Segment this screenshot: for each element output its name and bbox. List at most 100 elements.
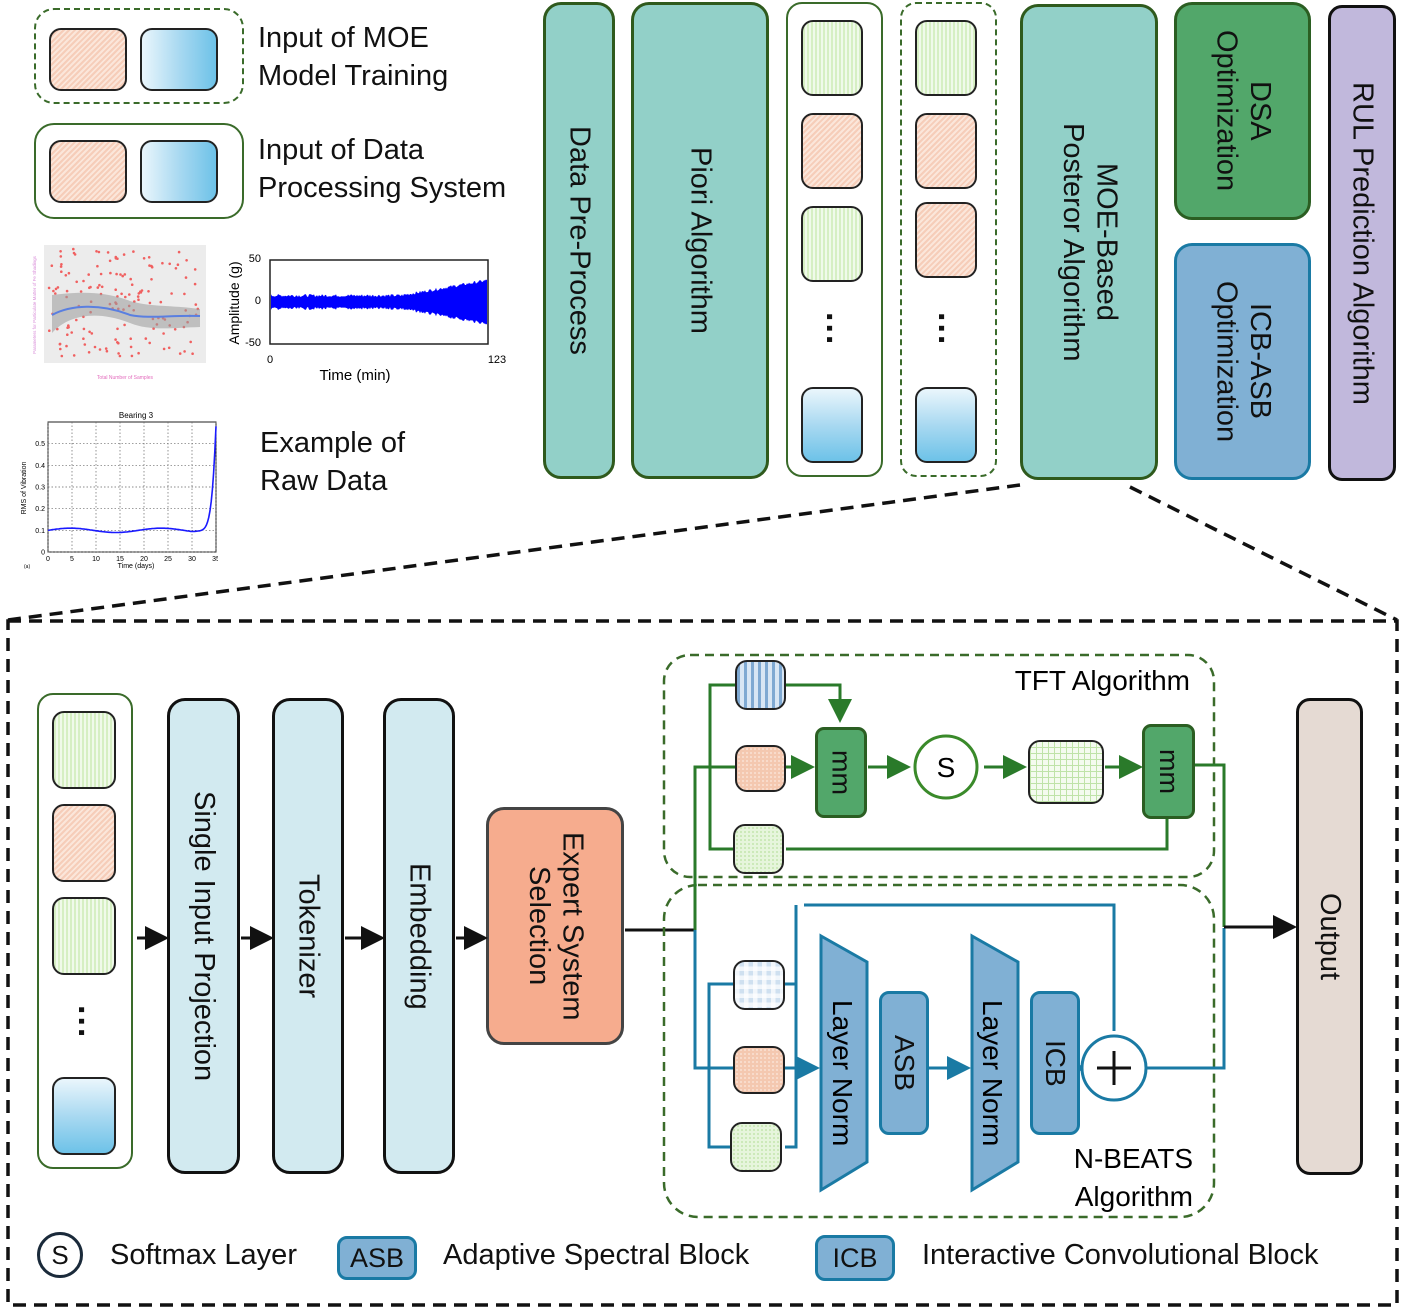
green-input-tile: [52, 897, 116, 975]
ellipsis: ...: [819, 312, 857, 347]
scatter-point: [59, 347, 62, 351]
detail-input-column: [37, 693, 133, 1169]
scatter-point: [114, 338, 117, 341]
scatter-point: [98, 348, 102, 351]
piori-algorithm-block[interactable]: Piori Algorithm: [631, 2, 769, 479]
scatter-point: [65, 344, 68, 348]
output-label: Output: [1314, 892, 1347, 981]
moe-line1: MOE-Based: [1090, 163, 1123, 321]
blue-input-tile: [915, 387, 977, 463]
data-preprocess-block[interactable]: Data Pre-Process: [543, 2, 615, 479]
matmul-block-1[interactable]: mm: [815, 727, 867, 818]
scatter-point: [147, 256, 151, 259]
nbeats-tile-blue: [733, 960, 785, 1010]
nbeats-tile-green: [730, 1122, 782, 1172]
blue-input-tile: [140, 28, 218, 91]
bearing-title: Bearing 3: [119, 411, 154, 420]
trend-line: [51, 305, 201, 318]
key-tile: [735, 660, 786, 710]
scatter-point: [144, 337, 148, 340]
scatter-point: [129, 337, 132, 340]
softmax-node[interactable]: [913, 734, 979, 800]
layer-norm-1[interactable]: [819, 933, 869, 1193]
softmax-symbol: S: [937, 752, 956, 783]
moe-posterior-block[interactable]: MOE-Based Posteror Algorithm: [1020, 4, 1158, 480]
tft-output-line: [1195, 763, 1226, 927]
dsa-label: DSA Optimization: [1209, 30, 1276, 191]
bearing-xtick: 30: [188, 556, 196, 563]
embedding-block[interactable]: Embedding: [383, 698, 455, 1174]
legend-moe-training-group: [34, 8, 244, 104]
nbeats-feed-line: [693, 930, 735, 1070]
scatter-point: [122, 253, 126, 256]
raw-data-amplitude-plot: 50 0 -50 0 123 Time (min) Amplitude (g): [226, 253, 506, 384]
raw-data-label: Example of Raw Data: [260, 425, 405, 500]
nbeats-tile-orange: [733, 1046, 785, 1094]
asb-block[interactable]: ASB: [879, 991, 929, 1135]
scatter-point: [183, 350, 186, 353]
scatter-point: [148, 341, 151, 345]
data-processing-input-column: [786, 2, 883, 477]
rul-label: RUL Prediction Algorithm: [1346, 81, 1379, 405]
green-input-tile: [915, 20, 977, 96]
scatter-point: [147, 290, 150, 293]
scatter-point: [194, 303, 198, 306]
bearing-ytick: 0.4: [35, 463, 45, 470]
scatter-point: [178, 352, 182, 355]
query-tile: [735, 745, 786, 792]
scatter-ylabel: Parameters for Particulate Matter of Fe …: [32, 255, 37, 354]
raw-data-line1: Example of: [260, 427, 406, 459]
scatter-point: [72, 247, 75, 251]
scatter-point: [140, 289, 144, 292]
legend-moe-training-label: Input of MOE Model Training: [258, 20, 448, 95]
bearing-xtick: 20: [140, 556, 148, 563]
scatter-point: [177, 250, 181, 254]
scatter-point: [114, 288, 117, 291]
bearing-xtick: 35: [212, 556, 218, 563]
scatter-point: [50, 264, 54, 267]
legend-icb-symbol: ICB: [815, 1235, 895, 1281]
scatter-point: [142, 257, 146, 260]
embedding-label: Embedding: [403, 862, 436, 1010]
scatter-point: [106, 251, 110, 254]
layer-norm-2[interactable]: [970, 933, 1020, 1193]
moe-training-input-column: [900, 2, 997, 477]
scatter-point: [193, 282, 197, 286]
bearing-ytick: 0.3: [35, 485, 45, 492]
scatter-point: [159, 300, 163, 304]
nbeats-output-line: [1146, 928, 1226, 1070]
legend-icb-text: ICB: [832, 1242, 878, 1273]
scatter-point: [59, 255, 63, 258]
scatter-point: [130, 354, 134, 358]
bearing-ytick: 0.1: [35, 528, 45, 535]
matmul-block-2[interactable]: mm: [1142, 724, 1195, 819]
scatter-point: [72, 354, 76, 357]
scatter-point: [59, 250, 62, 253]
icb-asb-optimization-block[interactable]: ICB-ASB Optimization: [1174, 243, 1311, 480]
rul-prediction-block[interactable]: RUL Prediction Algorithm: [1328, 5, 1396, 481]
tft-key-arrow: [786, 683, 852, 723]
scatter-point: [137, 351, 140, 355]
scatter-point: [95, 250, 98, 253]
dsa-optimization-block[interactable]: DSA Optimization: [1174, 2, 1311, 220]
scatter-point: [119, 273, 122, 276]
scatter-point: [136, 295, 140, 298]
scatter-point: [99, 272, 103, 276]
tft-feed-line: [693, 765, 735, 930]
scatter-point: [96, 286, 100, 289]
icb-block[interactable]: ICB: [1030, 991, 1080, 1135]
icb-asb-label: ICB-ASB Optimization: [1209, 281, 1276, 442]
asb-label: ASB: [889, 1034, 921, 1092]
scatter-point: [168, 262, 171, 266]
scatter-point: [191, 352, 194, 355]
scatter-point: [90, 332, 94, 335]
scatter-point: [104, 347, 108, 350]
scatter-point: [123, 323, 126, 327]
scatter-point: [161, 261, 164, 265]
amp-ylabel: Amplitude (g): [226, 261, 242, 344]
output-block[interactable]: Output: [1296, 698, 1363, 1175]
tokenizer-block[interactable]: Tokenizer: [272, 698, 344, 1174]
